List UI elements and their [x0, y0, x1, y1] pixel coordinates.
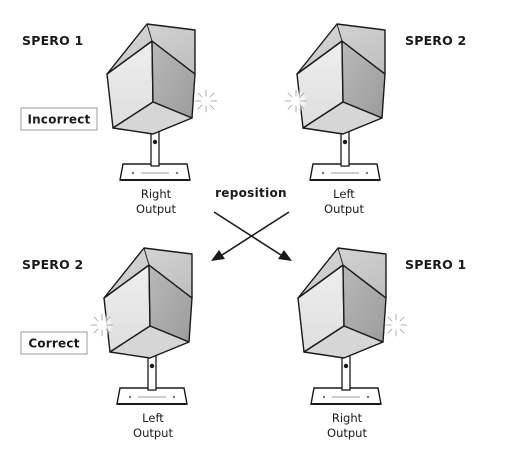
speaker-panel-top-left: SPERO 1 Incorrect Right Output	[20, 23, 219, 216]
reposition-arrows: reposition	[211, 186, 292, 261]
reposition-label: reposition	[215, 186, 287, 200]
status-badge-label: Incorrect	[28, 113, 91, 127]
output-label-line2: Output	[136, 202, 176, 216]
speaker-panel-bottom-right: SPERO 1 Right Output	[297, 247, 466, 440]
output-label-line1: Left	[333, 187, 355, 201]
arrow-to-bottom-left-icon	[211, 211, 290, 261]
speaker-title: SPERO 1	[405, 257, 466, 272]
speaker-icon	[103, 247, 193, 405]
sound-glow-icon	[89, 312, 115, 338]
status-badge-label: Correct	[28, 337, 79, 351]
output-label-line1: Right	[332, 411, 363, 425]
speaker-panel-bottom-left: SPERO 2 Correct Left Output	[20, 247, 193, 440]
sound-glow-icon	[383, 312, 409, 338]
speaker-icon	[296, 23, 386, 181]
speaker-icon	[297, 247, 387, 405]
output-label-line1: Right	[141, 187, 172, 201]
status-badge: Incorrect	[20, 107, 98, 131]
status-badge: Correct	[20, 331, 88, 355]
speaker-title: SPERO 2	[22, 257, 83, 272]
speaker-panel-top-right: SPERO 2 Left Output	[283, 23, 466, 216]
speaker-icon	[106, 23, 196, 181]
arrow-to-bottom-right-icon	[213, 211, 292, 261]
speaker-title: SPERO 1	[22, 33, 83, 48]
sound-glow-icon	[193, 88, 219, 114]
output-label-line1: Left	[142, 411, 164, 425]
output-label-line2: Output	[327, 426, 367, 440]
sound-glow-icon	[283, 88, 309, 114]
output-label-line2: Output	[133, 426, 173, 440]
output-label-line2: Output	[324, 202, 364, 216]
speaker-title: SPERO 2	[405, 33, 466, 48]
